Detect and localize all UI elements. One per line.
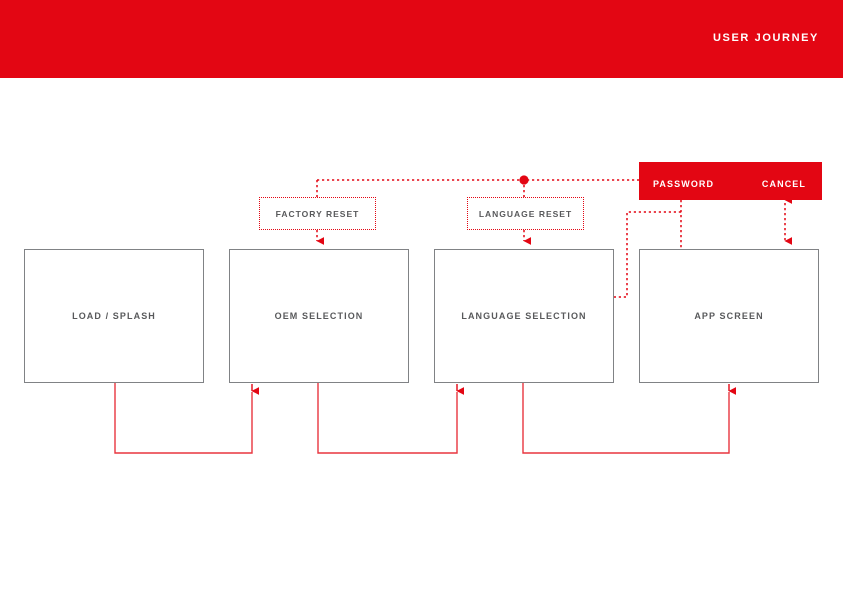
screen-box-load-splash[interactable]: LOAD / SPLASH	[24, 249, 204, 383]
action-label-language-reset: LANGUAGE RESET	[478, 208, 573, 219]
password-button[interactable]: PASSWORD	[653, 179, 715, 189]
header-band: USER JOURNEY	[0, 0, 843, 78]
screen-box-language-selection[interactable]: LANGUAGE SELECTION	[434, 249, 614, 383]
flow-load-to-oem	[114, 383, 259, 454]
page-title: USER JOURNEY	[713, 32, 819, 44]
screen-box-app-screen[interactable]: APP SCREEN	[639, 249, 819, 383]
screen-label-language-selection: LANGUAGE SELECTION	[461, 310, 587, 321]
action-label-factory-reset: FACTORY RESET	[275, 208, 360, 219]
password-dialog-bar: PASSWORD CANCEL	[639, 162, 822, 200]
connector-dot-reset-bus	[519, 175, 529, 185]
screen-label-load-splash: LOAD / SPLASH	[72, 310, 156, 321]
action-box-factory-reset[interactable]: FACTORY RESET	[259, 197, 376, 230]
screen-box-oem-selection[interactable]: OEM SELECTION	[229, 249, 409, 383]
flow-reset-bus	[316, 175, 640, 197]
screen-label-oem-selection: OEM SELECTION	[274, 310, 364, 321]
cancel-button[interactable]: CANCEL	[761, 179, 806, 189]
action-box-language-reset[interactable]: LANGUAGE RESET	[467, 197, 584, 230]
screen-label-app-screen: APP SCREEN	[694, 310, 764, 321]
